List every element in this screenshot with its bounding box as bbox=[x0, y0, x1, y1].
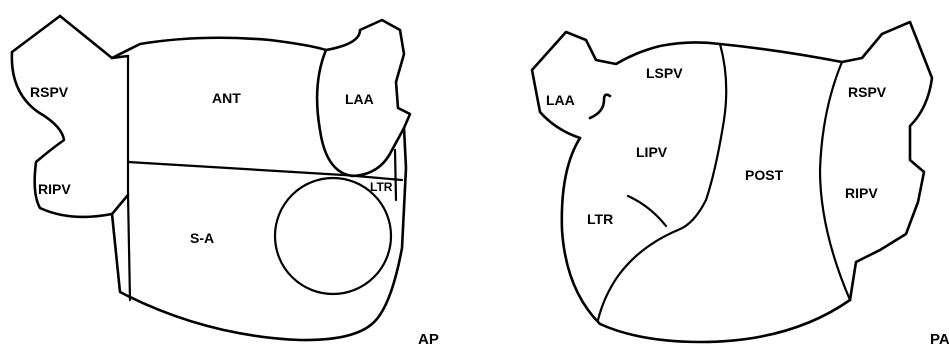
pa-right-veins-outline bbox=[842, 22, 932, 300]
ap-label-sa: S-A bbox=[190, 230, 214, 246]
pa-label-post: POST bbox=[745, 167, 784, 183]
pa-label-laa: LAA bbox=[546, 92, 575, 108]
ap-view bbox=[12, 16, 410, 340]
ap-label-rspv: RSPV bbox=[30, 84, 69, 100]
ap-vein-sa-divider bbox=[128, 195, 130, 300]
pa-view bbox=[532, 22, 932, 342]
pa-label-rspv: RSPV bbox=[848, 84, 887, 100]
pa-lspv-post-divider bbox=[678, 44, 726, 230]
ap-label-laa: LAA bbox=[345, 91, 374, 107]
ap-label-ripv: RIPV bbox=[38, 181, 71, 197]
pa-post-rspv-divider bbox=[820, 62, 850, 300]
pa-laa-inner-curl bbox=[590, 95, 610, 118]
pa-label-ripv: RIPV bbox=[845, 185, 878, 201]
ap-ltr-right-divider bbox=[395, 150, 396, 200]
ap-view-label: AP bbox=[418, 331, 439, 348]
pa-atrium-roof-outline bbox=[720, 44, 842, 62]
pa-ltr-divider bbox=[598, 230, 678, 320]
ap-atrium-body-outline bbox=[112, 128, 406, 340]
pa-label-lipv: LIPV bbox=[636, 144, 668, 160]
pa-lipv-arc bbox=[628, 196, 666, 226]
ap-atrium-roof-outline bbox=[112, 38, 326, 58]
ap-mitral-annulus-circle bbox=[275, 178, 391, 294]
ap-veins-top-edge bbox=[60, 16, 128, 58]
ap-ant-sa-divider bbox=[128, 162, 360, 176]
ap-label-ltr: LTR bbox=[370, 180, 393, 194]
pa-atrium-body-outline bbox=[562, 138, 850, 342]
pa-view-label: PA bbox=[930, 331, 949, 348]
pa-laa-outline bbox=[532, 32, 720, 138]
pa-label-lspv: LSPV bbox=[646, 65, 683, 81]
pa-label-ltr: LTR bbox=[587, 211, 613, 227]
ap-label-ant: ANT bbox=[212, 90, 241, 106]
